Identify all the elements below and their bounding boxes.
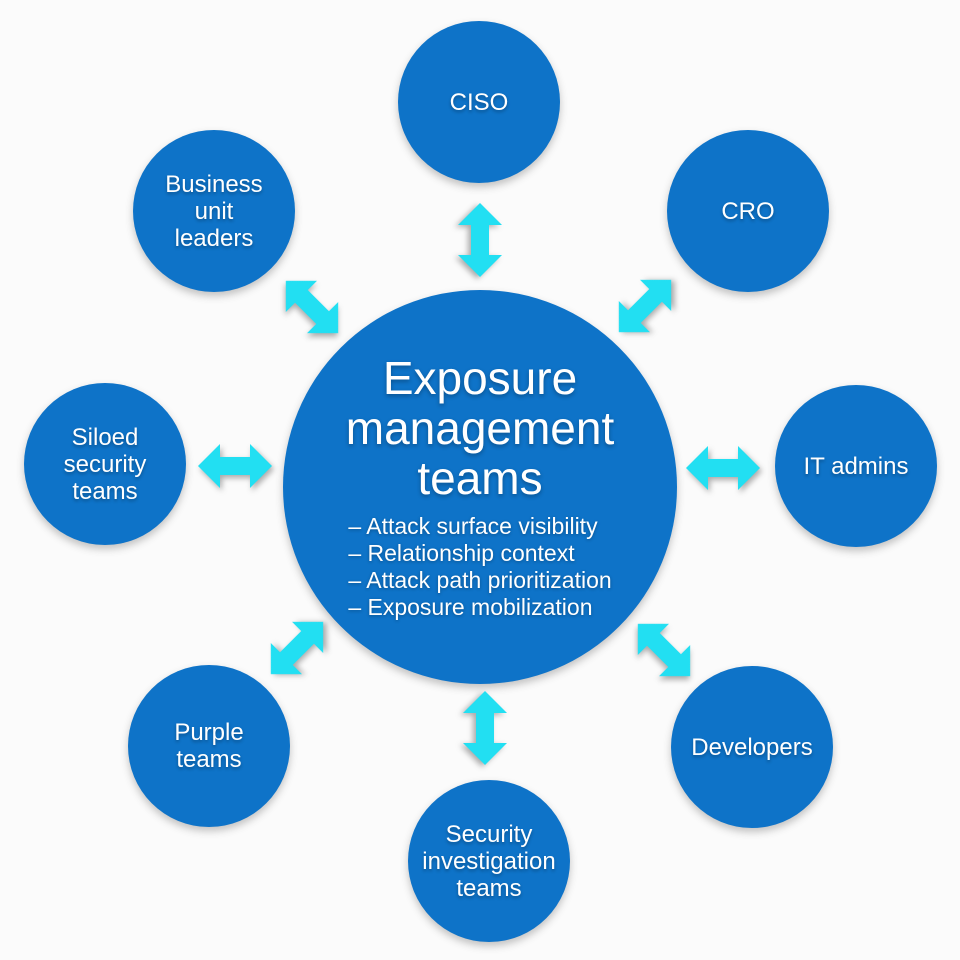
node-label: Developers [691, 733, 813, 761]
hub-title: Exposure management teams [345, 352, 615, 504]
double-arrow-icon-hub-business-unit-leaders [270, 265, 353, 348]
hub-bullet: – Relationship context [348, 540, 575, 566]
node-security-investigation-teams: Security investigation teams [408, 780, 570, 942]
node-it-admins: IT admins [775, 385, 937, 547]
double-arrow-icon-hub-it-admins [686, 446, 760, 490]
node-cro: CRO [667, 130, 829, 292]
node-label: Business unit leaders [165, 170, 263, 252]
double-arrow-icon-hub-purple-teams [255, 606, 338, 689]
double-arrow-icon-hub-security-investigation-teams [463, 691, 507, 765]
double-arrow-icon-hub-siloed-security-teams [198, 444, 272, 488]
node-label: Siloed security teams [63, 423, 147, 505]
hub-circle-exposure-management-teams: Exposure management teams – Attack surfa… [283, 290, 677, 684]
node-label: Security investigation teams [422, 820, 556, 902]
double-arrow-icon-hub-developers [622, 608, 705, 691]
node-label: CISO [449, 88, 509, 116]
hub-bullet-list: – Attack surface visibility – Relationsh… [348, 513, 611, 621]
node-label: Purple teams [174, 719, 244, 773]
hub-bullet: – Attack surface visibility [348, 513, 598, 539]
double-arrow-icon-hub-cro [603, 264, 686, 347]
node-label: IT admins [803, 452, 909, 480]
hub-bullet: – Exposure mobilization [348, 594, 593, 620]
node-label: CRO [721, 197, 775, 225]
double-arrow-icon-hub-ciso [458, 203, 502, 277]
node-business-unit-leaders: Business unit leaders [133, 130, 295, 292]
node-purple-teams: Purple teams [128, 665, 290, 827]
node-siloed-security-teams: Siloed security teams [24, 383, 186, 545]
hub-bullet: – Attack path prioritization [348, 567, 612, 593]
node-developers: Developers [671, 666, 833, 828]
node-ciso: CISO [398, 21, 560, 183]
